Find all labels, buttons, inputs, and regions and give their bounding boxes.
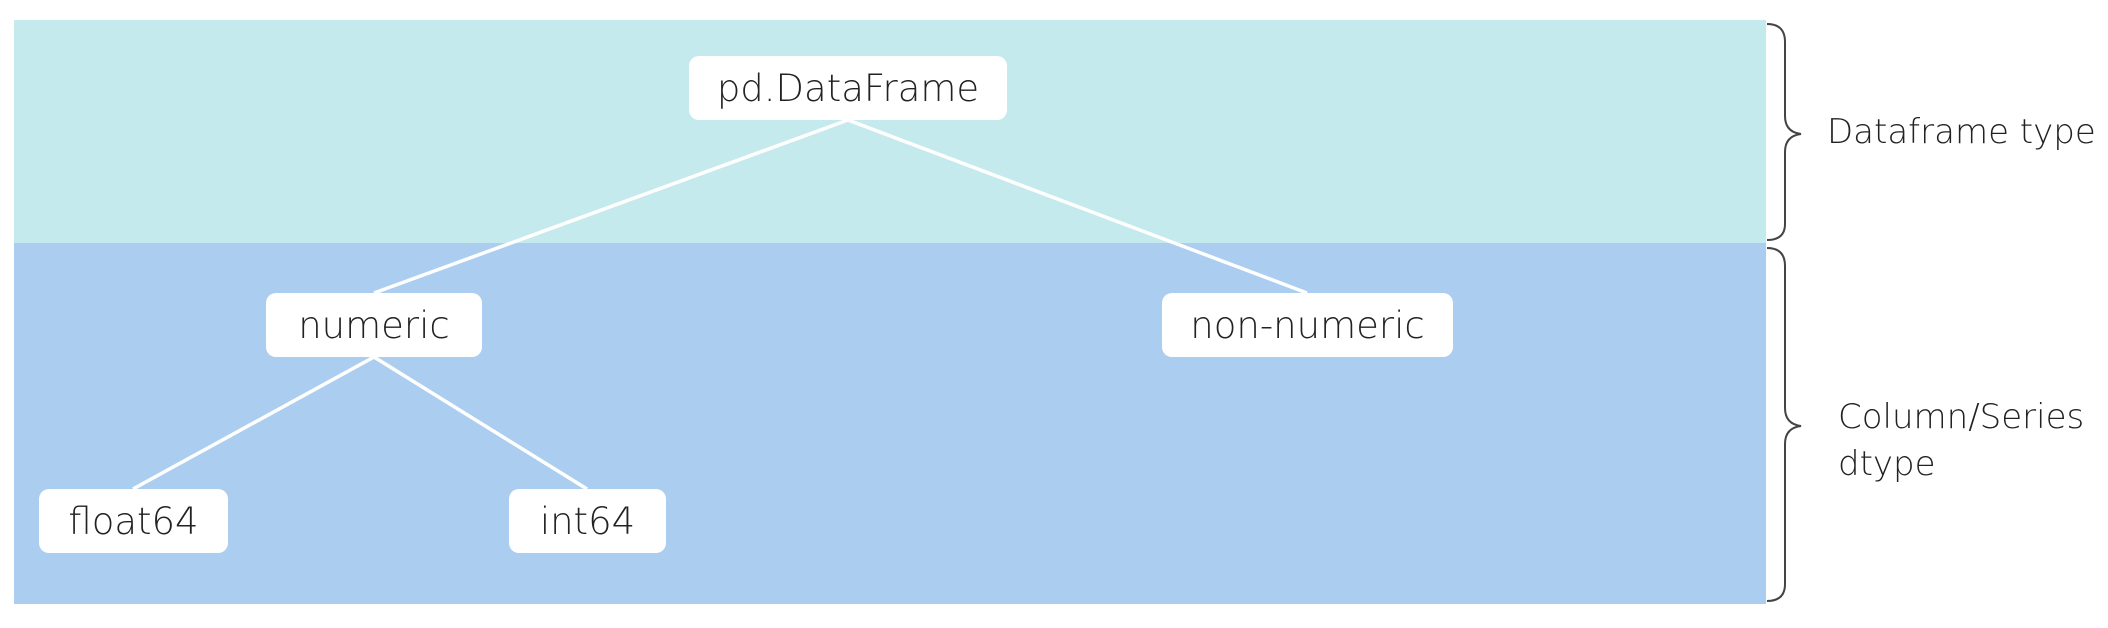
edge-numeric-float64 (132, 355, 375, 491)
node-float64: float64 (39, 489, 228, 553)
dataframe-type-brace (1766, 23, 1802, 241)
label-column-series-line2: dtype (1838, 444, 1936, 484)
node-non-numeric: non-numeric (1162, 293, 1453, 357)
node-int64: int64 (509, 489, 666, 553)
node-numeric: numeric (266, 293, 482, 357)
edge-root-non-numeric (847, 118, 1308, 295)
node-pd-dataframe: pd.DataFrame (689, 56, 1007, 120)
label-dataframe-type: Dataframe type (1827, 112, 2096, 152)
column-dtype-brace (1766, 247, 1802, 602)
label-column-series-line1: Column/Series (1838, 397, 2085, 437)
edge-numeric-int64 (373, 355, 588, 491)
label-column-series-dtype: Column/Series dtype (1838, 394, 2098, 488)
edge-root-numeric (373, 118, 849, 295)
